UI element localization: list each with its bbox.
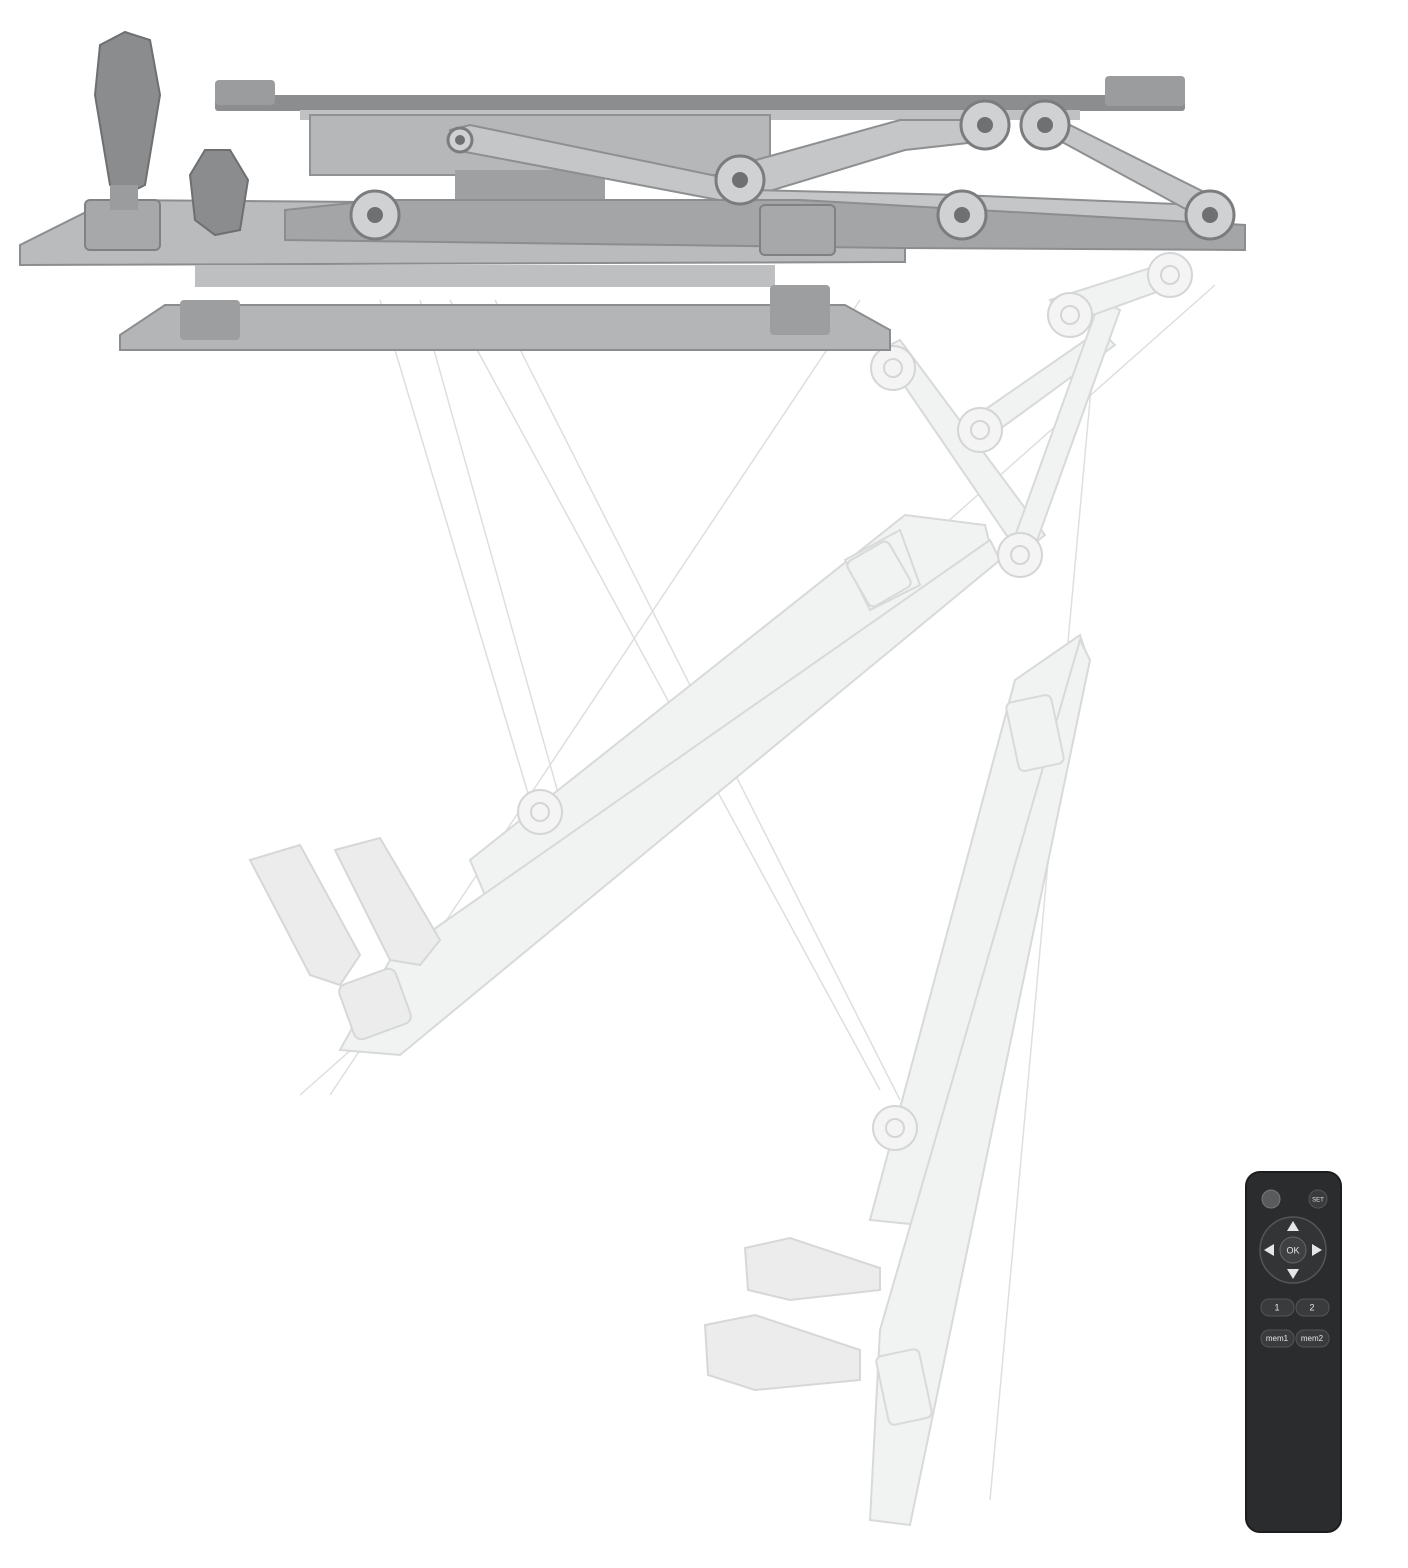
preset-2-button[interactable]: 2	[1295, 1298, 1330, 1317]
mem1-button[interactable]: mem1	[1260, 1329, 1295, 1348]
mem2-button[interactable]: mem2	[1295, 1329, 1330, 1348]
arrow-up-icon[interactable]	[1287, 1221, 1299, 1231]
tilt-handles	[93, 30, 250, 237]
preset-2-label: 2	[1309, 1302, 1314, 1312]
ceiling-mount-retracted	[19, 30, 1246, 351]
ghost-plate-vertical	[868, 633, 1092, 1527]
handle-small	[188, 149, 250, 237]
scissor-arms	[448, 118, 1232, 227]
mem2-label: mem2	[1301, 1334, 1324, 1343]
clamp-blocks	[84, 199, 836, 256]
ok-button[interactable]: OK	[1279, 1236, 1307, 1264]
set-button[interactable]: SET	[1308, 1189, 1328, 1209]
ghost-arms	[878, 258, 1192, 562]
ok-button-label: OK	[1286, 1245, 1299, 1255]
mem1-label: mem1	[1266, 1334, 1289, 1343]
handle-large	[93, 30, 162, 197]
power-led-icon	[1261, 1189, 1281, 1209]
pivot-rollers	[349, 99, 1236, 241]
remote-control: SET OK 1 2 mem1	[1245, 1171, 1342, 1533]
arrow-left-icon[interactable]	[1264, 1244, 1274, 1256]
bottom-rail-rear	[119, 265, 891, 351]
ghost-rollers	[517, 252, 1193, 1151]
ghost-positions	[248, 252, 1216, 1527]
arrow-down-icon[interactable]	[1287, 1269, 1299, 1279]
ghost-handles-vertical	[703, 1236, 881, 1392]
set-button-label: SET	[1312, 1198, 1324, 1204]
dpad: OK	[1259, 1216, 1327, 1284]
ghost-handles-diagonal	[248, 836, 442, 1041]
arrow-right-icon[interactable]	[1312, 1244, 1322, 1256]
ghost-plate-diagonal	[338, 513, 1002, 1057]
preset-1-button[interactable]: 1	[1260, 1298, 1295, 1317]
preset-1-label: 1	[1274, 1302, 1279, 1312]
